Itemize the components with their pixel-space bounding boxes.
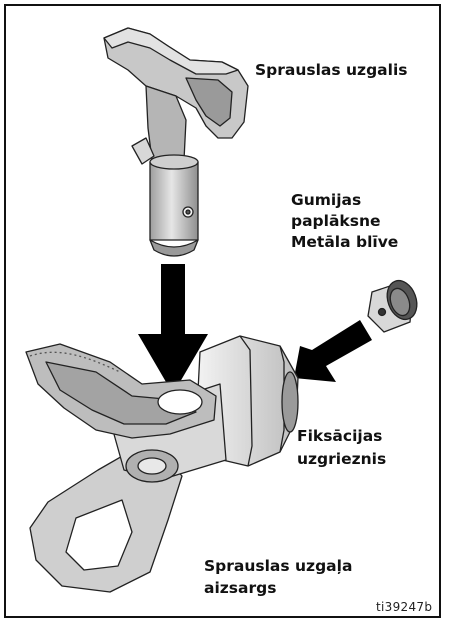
label-retaining-nut-line1: Fiksācijas — [297, 426, 382, 447]
insert-arrow-down — [138, 264, 208, 394]
tip-body-bottom — [150, 240, 198, 256]
label-spray-tip: Sprauslas uzgalis — [255, 60, 407, 81]
insert-arrow-diagonal — [294, 320, 372, 382]
spray-tip — [104, 28, 248, 256]
seal-gasket — [368, 276, 422, 332]
label-tip-guard-line2: aizsargs — [204, 578, 276, 599]
label-rubber-gasket-line1: Gumijas — [291, 190, 361, 211]
label-retaining-nut-line2: uzgrieznis — [297, 449, 386, 470]
figure-code: ti39247b — [376, 600, 432, 614]
label-tip-guard-line1: Sprauslas uzgaļa — [204, 556, 352, 577]
tip-body-top — [150, 155, 198, 169]
label-metal-seal: Metāla blīve — [291, 232, 398, 253]
label-rubber-gasket-line2: paplāksne — [291, 211, 381, 232]
tip-body — [150, 162, 198, 240]
